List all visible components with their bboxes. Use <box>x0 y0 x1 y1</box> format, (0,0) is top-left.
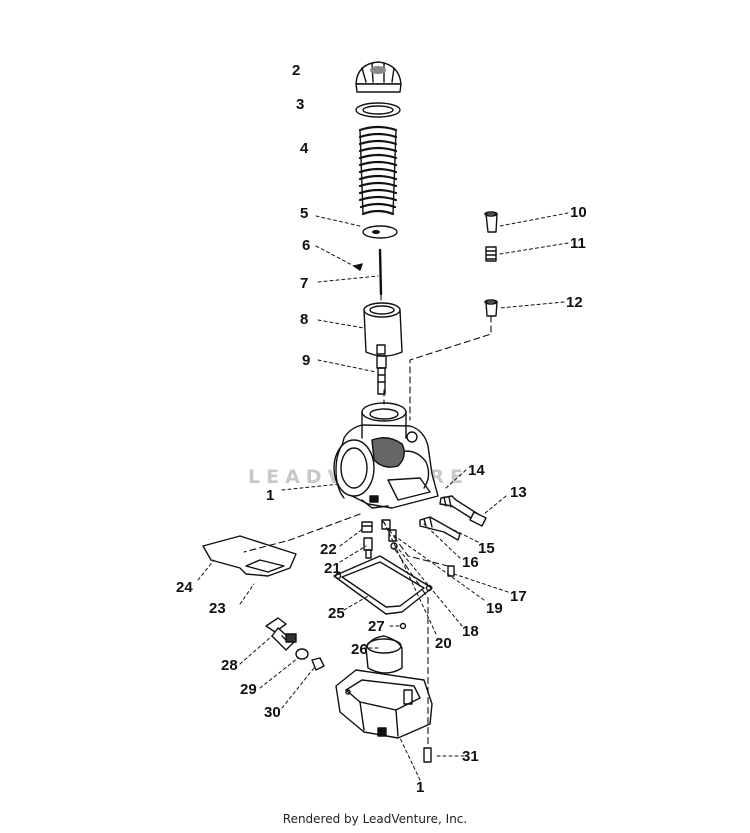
air-screw-spring-part <box>485 246 497 262</box>
pilot-screw-part <box>419 516 461 541</box>
callout-15: 15 <box>478 540 495 557</box>
callout-30: 30 <box>264 704 281 721</box>
callout-18: 18 <box>462 623 479 640</box>
callout-19: 19 <box>486 600 503 617</box>
washer-part <box>295 648 309 660</box>
callout-1-body: 1 <box>266 487 274 504</box>
callout-20: 20 <box>435 635 452 652</box>
air-screw-cap-part <box>484 211 498 233</box>
needle-jet-part <box>376 355 387 395</box>
callout-1-bowl: 1 <box>416 779 424 796</box>
clip-part <box>353 263 363 271</box>
callout-7: 7 <box>300 275 308 292</box>
footer-credit: Rendered by LeadVenture, Inc. <box>282 812 468 826</box>
main-jet-parts <box>361 521 373 559</box>
drain-bolt-part <box>265 617 297 651</box>
callout-14: 14 <box>468 462 485 479</box>
callout-21: 21 <box>324 560 341 577</box>
throttle-valve-part <box>363 302 403 357</box>
callout-25: 25 <box>328 605 345 622</box>
cap-part <box>355 61 402 93</box>
pin-part <box>399 622 407 630</box>
needle-part <box>378 248 383 296</box>
callout-28: 28 <box>221 657 238 674</box>
air-screw-part <box>484 299 498 317</box>
callout-9: 9 <box>302 352 310 369</box>
idle-screw-part <box>439 495 487 527</box>
callout-11: 11 <box>570 235 586 252</box>
callout-13: 13 <box>510 484 527 501</box>
callout-31: 31 <box>462 748 479 765</box>
callout-16: 16 <box>462 554 479 571</box>
float-part <box>365 635 403 674</box>
callout-12: 12 <box>566 294 583 311</box>
callout-26: 26 <box>351 641 368 658</box>
spring-part <box>358 125 398 216</box>
drain-valve-part <box>311 657 325 671</box>
callout-6: 6 <box>302 237 310 254</box>
carburetor-body-part <box>333 402 439 509</box>
callout-24: 24 <box>176 579 193 596</box>
callout-8: 8 <box>300 311 308 328</box>
callout-2: 2 <box>292 62 300 79</box>
float-bowl-part <box>335 669 433 739</box>
callout-5: 5 <box>300 205 308 222</box>
bowl-screw-part <box>423 747 432 763</box>
callout-10: 10 <box>570 204 587 221</box>
part-callouts: 2 3 4 5 6 7 8 9 10 11 12 1 13 14 15 16 1… <box>176 62 587 796</box>
callout-29: 29 <box>240 681 257 698</box>
gasket-plate-part <box>202 535 297 577</box>
float-bowl-gasket-part <box>333 555 433 615</box>
callout-17: 17 <box>510 588 527 605</box>
screw-17-part <box>447 565 455 577</box>
callout-23: 23 <box>209 600 226 617</box>
ring-part <box>355 102 401 118</box>
callout-3: 3 <box>296 96 304 113</box>
callout-27: 27 <box>368 618 385 635</box>
callout-22: 22 <box>320 541 337 558</box>
callout-4: 4 <box>300 140 309 157</box>
